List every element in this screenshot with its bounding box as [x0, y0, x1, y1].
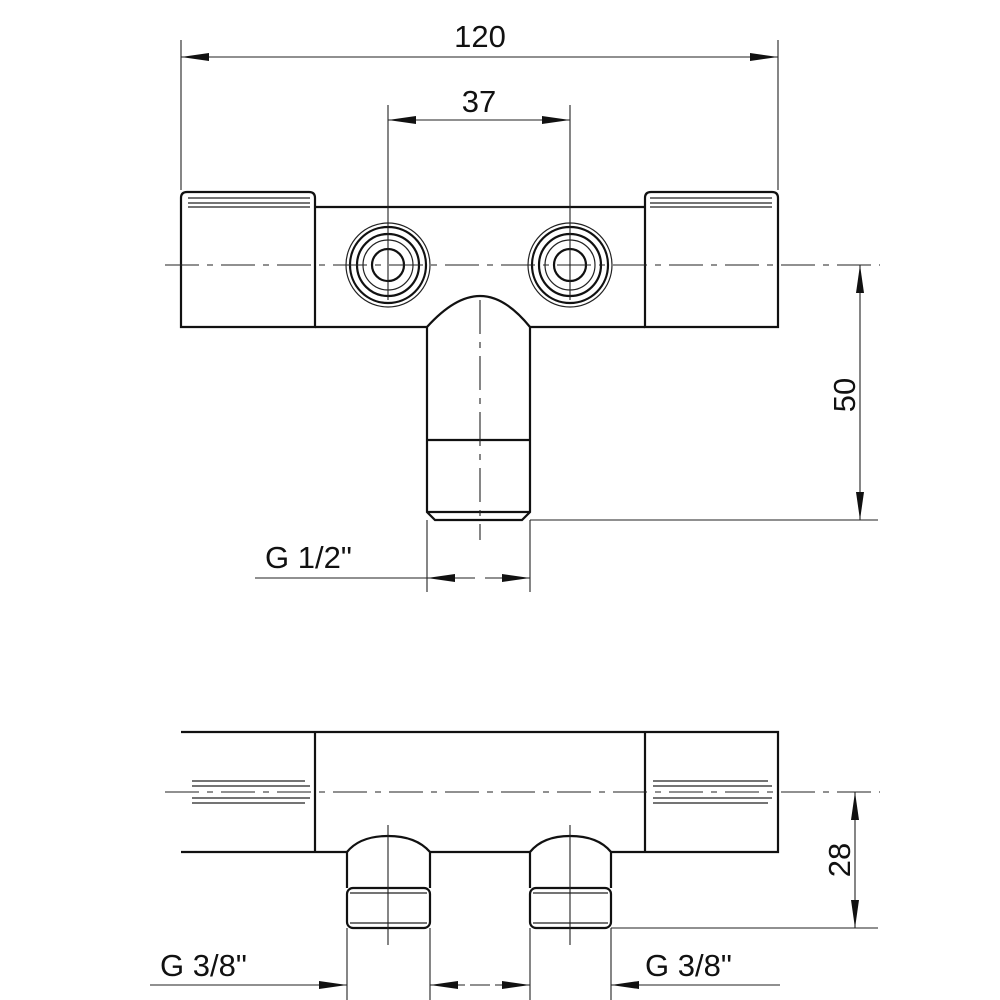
dim-50-label: 50 [827, 378, 862, 412]
thread-g-3-8-left-label: G 3/8" [160, 948, 247, 983]
body-front [181, 730, 780, 854]
dim-37-label: 37 [462, 84, 496, 119]
valve-body [315, 205, 645, 329]
left-end-cap [179, 190, 317, 329]
right-end-cap [643, 190, 780, 329]
dim-120-label: 120 [454, 19, 506, 54]
outlet-stem [425, 294, 532, 522]
top-view: 120 37 50 G 1/2" [165, 19, 880, 592]
thread-g-half-label: G 1/2" [265, 540, 352, 575]
dim-28-label: 28 [822, 843, 857, 877]
thread-g-3-8-right-label: G 3/8" [645, 948, 732, 983]
front-view: 28 G 3/8" G 3/8" [150, 730, 880, 1000]
